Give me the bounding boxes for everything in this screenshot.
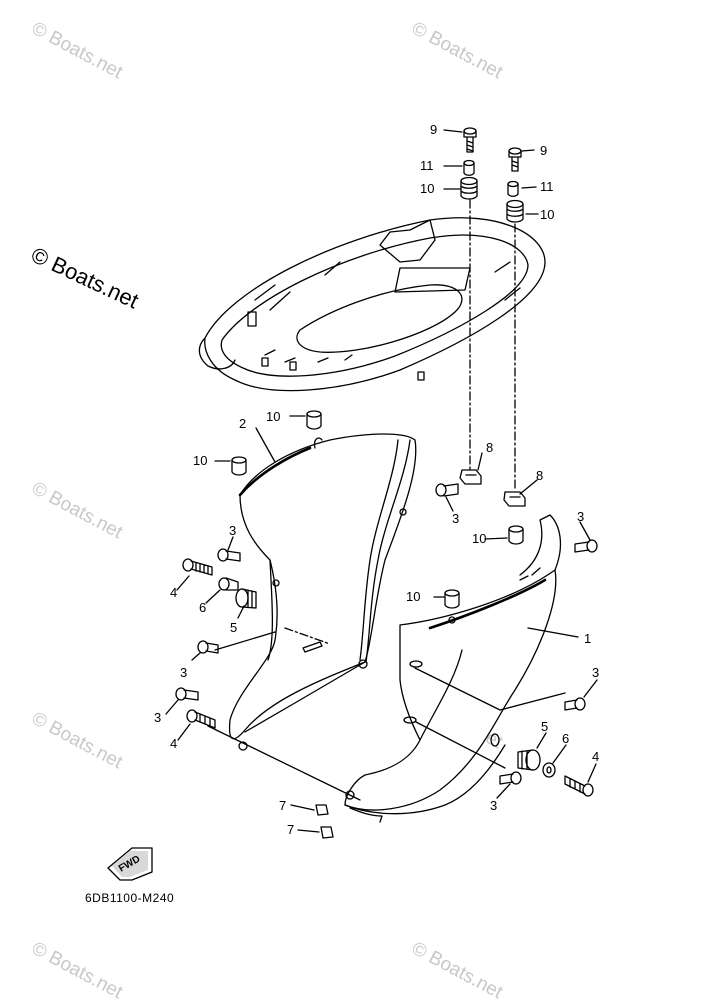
callout-3: 3 <box>490 798 497 813</box>
callout-11: 11 <box>420 158 434 173</box>
top-bolt-9-right <box>508 147 522 172</box>
callout-10: 10 <box>420 181 434 196</box>
top-bolt-9-left <box>463 127 477 153</box>
screw-3-top <box>435 483 459 497</box>
bolt-4-left-upper <box>182 558 213 576</box>
callout-6: 6 <box>562 731 569 746</box>
callout-9: 9 <box>430 122 437 137</box>
callout-11: 11 <box>540 179 554 194</box>
callout-10: 10 <box>540 207 554 222</box>
bolt-4-right <box>564 775 594 797</box>
callout-10: 10 <box>472 531 486 546</box>
callout-3: 3 <box>154 710 161 725</box>
callout-7: 7 <box>287 822 294 837</box>
collar-11-left <box>463 159 475 176</box>
screw-3-right-mid <box>564 697 586 711</box>
callout-4: 4 <box>170 736 177 751</box>
grommet-10-upper <box>306 410 322 430</box>
clip-8-right <box>503 491 526 507</box>
grommet-5-left <box>235 588 257 609</box>
callout-10: 10 <box>193 453 207 468</box>
grommet-10-top-left <box>460 176 478 200</box>
callout-5: 5 <box>541 719 548 734</box>
lower-cowling-side-2 <box>228 433 417 751</box>
bottom-cowling-pan <box>198 217 546 392</box>
screw-3-left-lower <box>175 687 199 701</box>
callout-8: 8 <box>486 440 493 455</box>
grommet-10-top-right <box>506 199 524 223</box>
callout-3: 3 <box>452 511 459 526</box>
collar-6-left <box>218 577 239 591</box>
callout-9: 9 <box>540 143 547 158</box>
screw-3-right <box>574 539 598 553</box>
collar-6-right <box>542 762 556 778</box>
screw-3-left-upper <box>217 548 241 562</box>
callout-1: 1 <box>584 631 591 646</box>
callout-3: 3 <box>577 509 584 524</box>
screw-3-bottom <box>499 771 522 785</box>
nut-7-lower <box>320 826 334 839</box>
lower-cowling-main-1 <box>344 514 562 823</box>
callout-10: 10 <box>266 409 280 424</box>
callout-6: 6 <box>199 600 206 615</box>
bolt-4-left-lower <box>186 709 216 729</box>
callout-7: 7 <box>279 798 286 813</box>
nut-7-upper <box>315 804 329 816</box>
grommet-5-right <box>517 749 541 771</box>
callout-3: 3 <box>592 665 599 680</box>
callout-3: 3 <box>180 665 187 680</box>
callout-3: 3 <box>229 523 236 538</box>
fwd-arrow-icon <box>107 847 153 881</box>
grommet-10-left <box>231 456 247 476</box>
grommet-10-mid <box>508 525 524 545</box>
callout-5: 5 <box>230 620 237 635</box>
callout-4: 4 <box>592 749 599 764</box>
screw-3-left-mid <box>197 640 219 654</box>
callout-10: 10 <box>406 589 420 604</box>
grommet-10-lower <box>444 589 460 609</box>
diagram-code: 6DB1100-M240 <box>85 891 175 905</box>
callout-2: 2 <box>239 416 246 431</box>
collar-11-right <box>507 180 519 197</box>
callout-4: 4 <box>170 585 177 600</box>
clip-8-left <box>459 469 482 485</box>
callout-8: 8 <box>536 468 543 483</box>
